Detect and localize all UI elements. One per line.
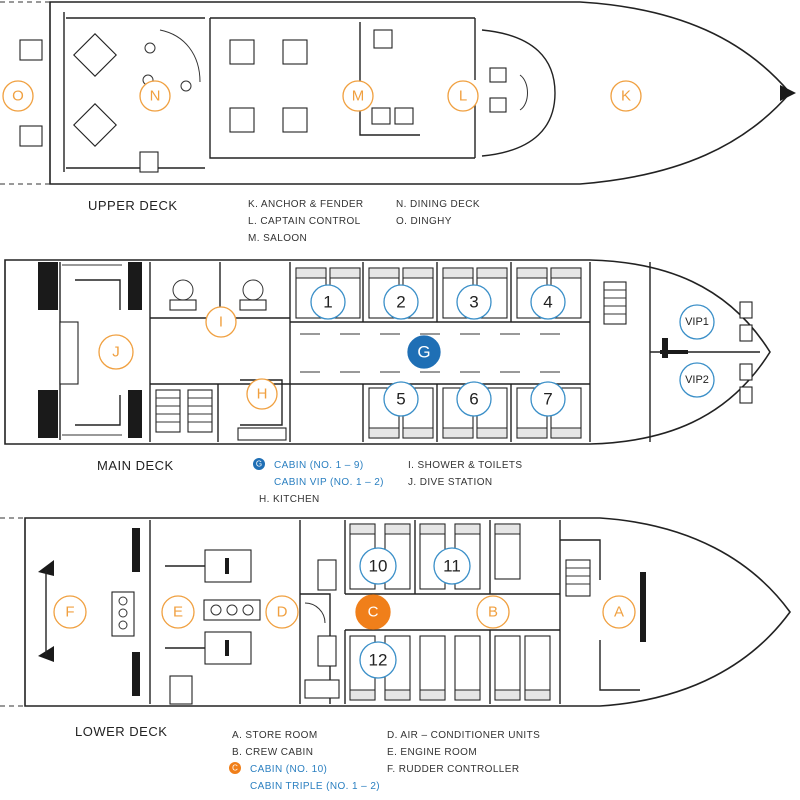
legend-e: E. ENGINE ROOM <box>387 747 477 758</box>
upper-deck-title: UPPER DECK <box>88 198 178 213</box>
legend-f: F. RUDDER CONTROLLER <box>387 764 519 775</box>
engine <box>204 549 252 665</box>
legend-g: CABIN (NO. 1 – 9) <box>274 460 364 471</box>
svg-text:5: 5 <box>396 390 405 409</box>
svg-text:N: N <box>150 88 161 105</box>
svg-text:E: E <box>173 604 183 621</box>
svg-text:1: 1 <box>323 293 332 312</box>
marker-i: I <box>205 306 237 338</box>
svg-text:C: C <box>368 604 379 621</box>
svg-text:3: 3 <box>469 293 478 312</box>
legend-n: N. DINING DECK <box>396 199 480 210</box>
marker-g: G <box>407 335 441 369</box>
cabin-marker-vip1: VIP1 <box>679 304 715 340</box>
svg-text:L: L <box>459 88 467 105</box>
legend-m: M. SALOON <box>248 233 307 244</box>
lower-deck-title: LOWER DECK <box>75 724 167 739</box>
marker-a: A <box>602 595 636 629</box>
svg-text:M: M <box>352 88 365 105</box>
svg-text:11: 11 <box>443 557 461 576</box>
marker-e: E <box>161 595 195 629</box>
cabin-marker-11: 11 <box>433 547 471 585</box>
svg-text:F: F <box>65 604 74 621</box>
cabin-marker-vip2: VIP2 <box>679 362 715 398</box>
marker-l: L <box>447 80 479 112</box>
cabin-marker-10: 10 <box>359 547 397 585</box>
legend-c-dot: C <box>229 762 241 774</box>
staircase <box>155 389 213 433</box>
legend-g-vip: CABIN VIP (NO. 1 – 2) <box>274 477 384 488</box>
legend-d: D. AIR – CONDITIONER UNITS <box>387 730 540 741</box>
marker-n: N <box>139 80 171 112</box>
svg-text:G: G <box>417 343 430 362</box>
marker-m: M <box>342 80 374 112</box>
svg-text:H: H <box>257 386 268 403</box>
svg-text:G: G <box>256 460 262 469</box>
svg-text:VIP2: VIP2 <box>685 374 709 386</box>
svg-text:C: C <box>232 764 238 773</box>
legend-c: CABIN (NO. 10) <box>250 764 327 775</box>
cabin-marker-2: 2 <box>383 284 419 320</box>
svg-text:6: 6 <box>469 390 478 409</box>
legend-k: K. ANCHOR & FENDER <box>248 199 364 210</box>
cabin-marker-5: 5 <box>383 381 419 417</box>
svg-text:4: 4 <box>543 293 552 312</box>
legend-h: H. KITCHEN <box>259 494 320 505</box>
marker-j: J <box>98 334 134 370</box>
cabin-marker-1: 1 <box>310 284 346 320</box>
legend-j: J. DIVE STATION <box>408 477 493 488</box>
legend-c-triple: CABIN TRIPLE (NO. 1 – 2) <box>250 781 380 792</box>
svg-text:B: B <box>488 604 498 621</box>
bow-tip <box>780 85 796 101</box>
legend-o: O. DINGHY <box>396 216 452 227</box>
main-deck-title: MAIN DECK <box>97 458 174 473</box>
svg-text:D: D <box>277 604 288 621</box>
marker-k: K <box>610 80 642 112</box>
legend-b: B. CREW CABIN <box>232 747 313 758</box>
svg-text:VIP1: VIP1 <box>685 316 709 328</box>
marker-d: D <box>265 595 299 629</box>
saloon-table <box>229 39 308 133</box>
marker-f: F <box>53 595 87 629</box>
legend-l: L. CAPTAIN CONTROL <box>248 216 361 227</box>
dining-table <box>73 33 117 147</box>
svg-text:10: 10 <box>369 557 388 576</box>
svg-text:7: 7 <box>543 390 552 409</box>
marker-o: O <box>2 80 34 112</box>
legend-a: A. STORE ROOM <box>232 730 318 741</box>
marker-h: H <box>246 378 278 410</box>
legend-g-dot: G <box>253 458 265 470</box>
cabin-marker-12: 12 <box>359 641 397 679</box>
legend-i: I. SHOWER & TOILETS <box>408 460 522 471</box>
svg-text:2: 2 <box>396 293 405 312</box>
svg-text:A: A <box>614 604 624 621</box>
marker-b: B <box>476 595 510 629</box>
main-deck: J I H G 1 2 3 4 5 6 7 VIP1 VIP2 MAIN DEC… <box>4 259 771 505</box>
marker-c: C <box>355 594 391 630</box>
svg-text:I: I <box>219 314 223 331</box>
svg-text:K: K <box>621 88 631 105</box>
cabin-marker-6: 6 <box>456 381 492 417</box>
lower-deck: F E D C B A 10 11 12 LOWER DECK A. STORE… <box>0 517 791 792</box>
cabin-marker-4: 4 <box>530 284 566 320</box>
cabin-marker-3: 3 <box>456 284 492 320</box>
cabin-marker-7: 7 <box>530 381 566 417</box>
upper-deck: O N M L K UPPER DECK K. ANCHOR & FENDER … <box>0 1 796 244</box>
svg-text:O: O <box>12 88 24 105</box>
svg-text:12: 12 <box>369 651 388 670</box>
svg-text:J: J <box>112 344 120 361</box>
